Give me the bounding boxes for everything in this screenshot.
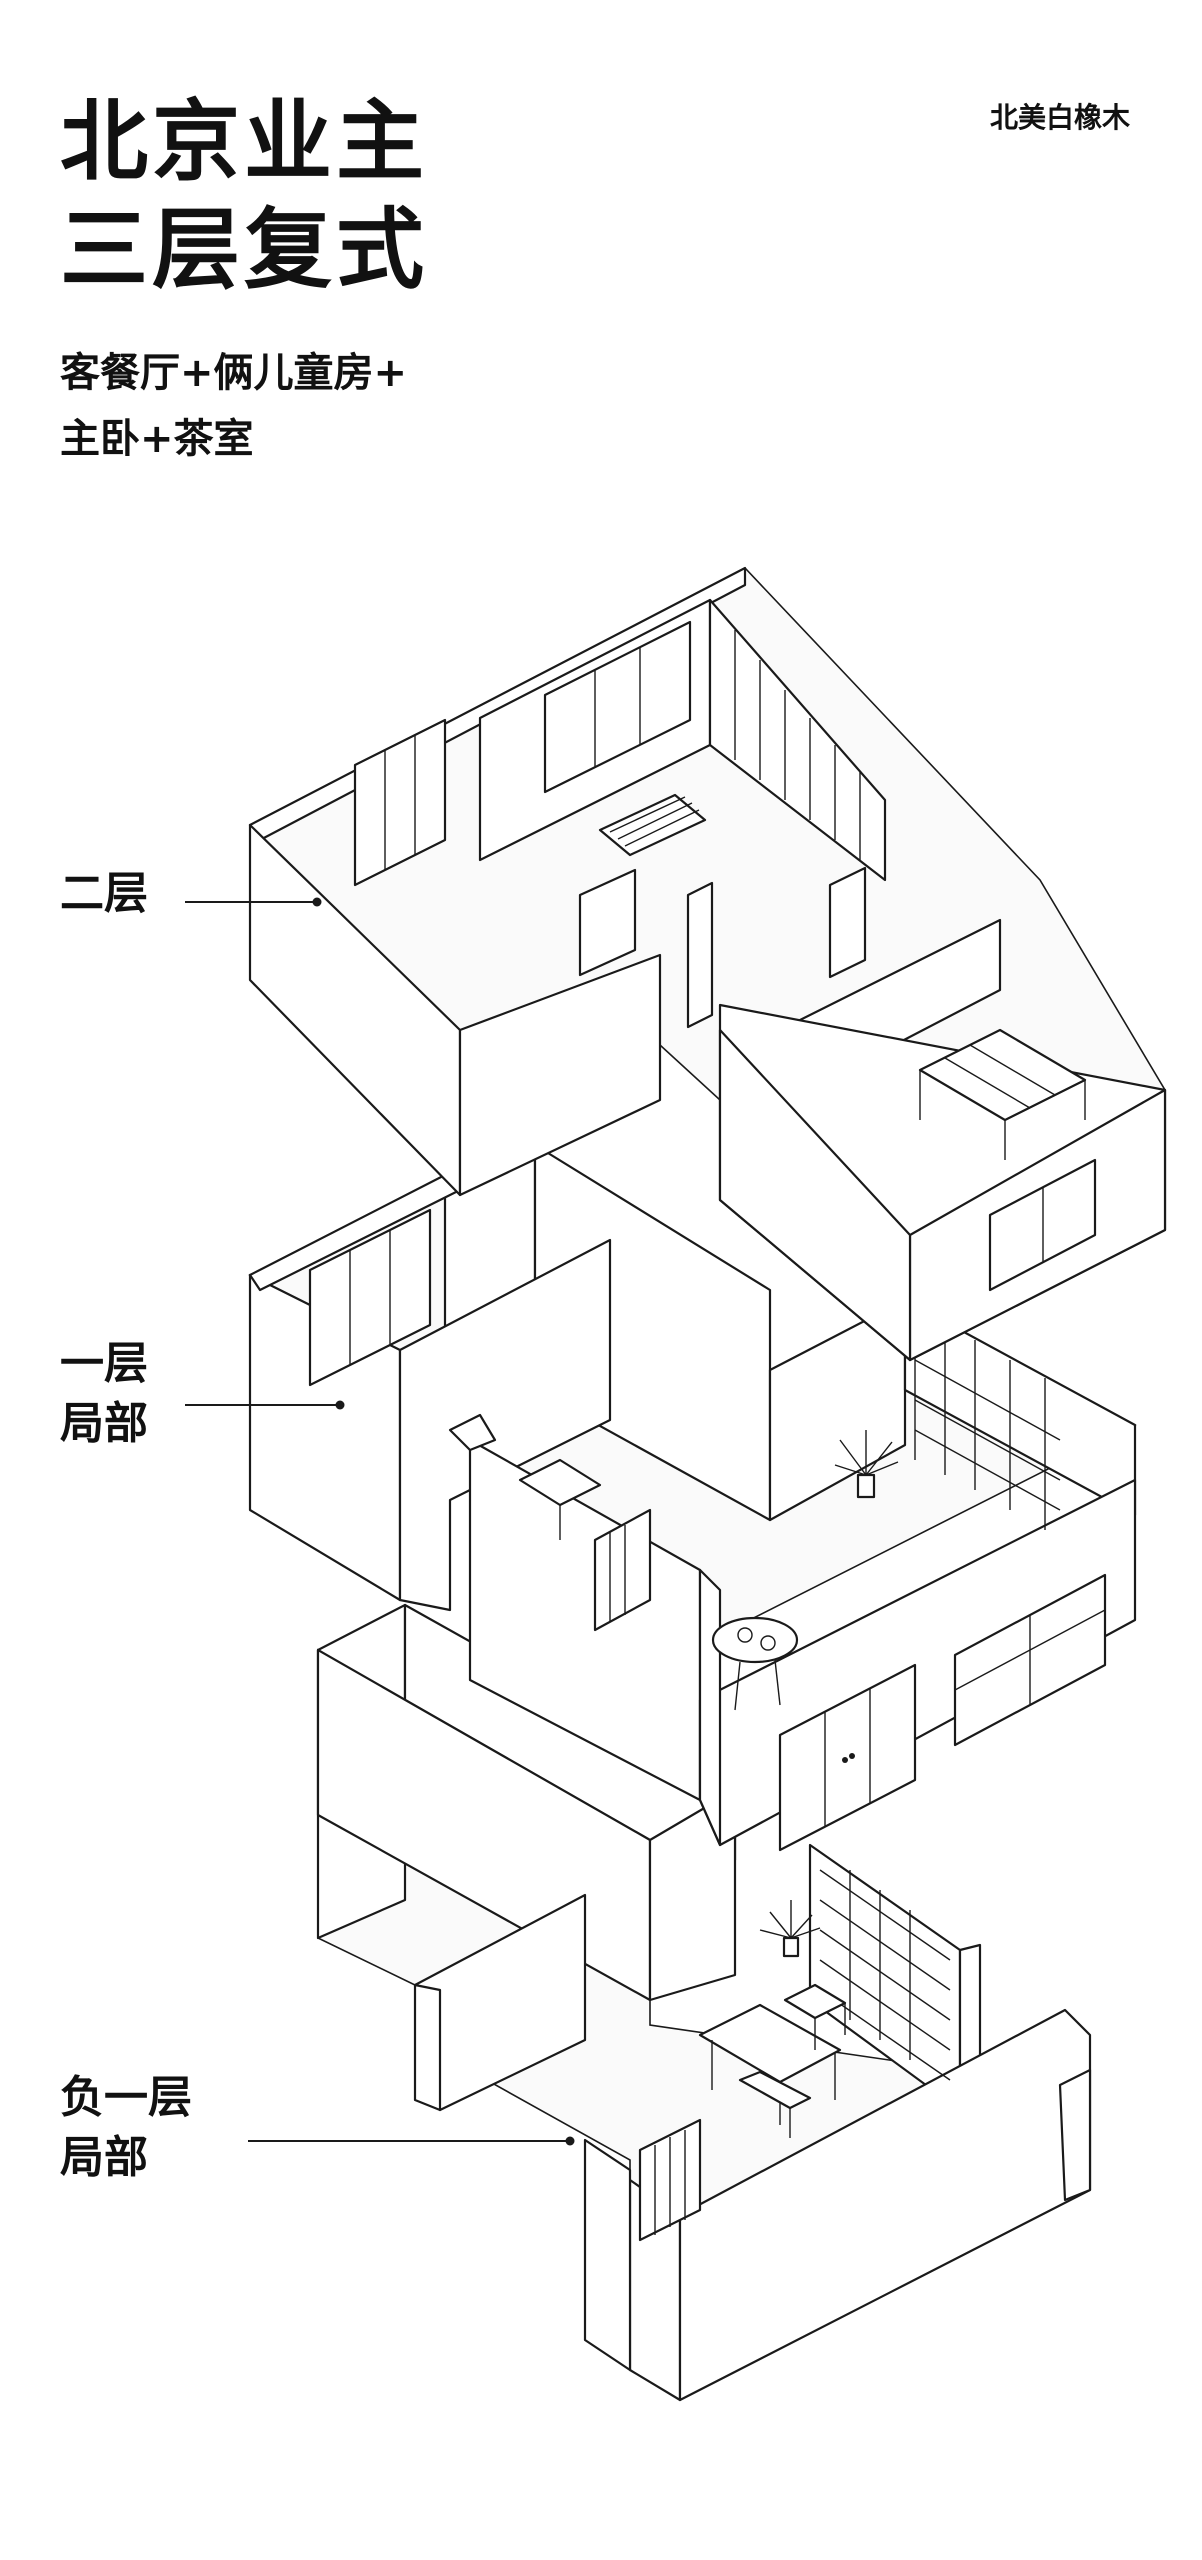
floor-label-1f: 一层 局部 — [60, 1334, 148, 1454]
first-floor-bedroom-window — [308, 1208, 432, 1387]
first-floor-bedroom-wall — [398, 1238, 612, 1612]
floor-leader-lines — [185, 897, 575, 2146]
floor-label-b1: 负一层 局部 — [60, 2068, 192, 2188]
tea-chair — [783, 1983, 847, 2050]
first-floor-model — [248, 1143, 1137, 1852]
subtitle-line-1: 客餐厅+俩儿童房+ — [60, 350, 408, 396]
basement-floor-model — [316, 1603, 1092, 2402]
floor-label-b1-line2: 局部 — [60, 2132, 148, 2183]
basement-sliding-door — [638, 2118, 702, 2242]
basement-entry-wall — [583, 2138, 632, 2372]
first-floor-counter — [518, 1458, 602, 1540]
title-line-1: 北京业主 — [60, 90, 429, 193]
second-floor-door-b — [828, 866, 867, 979]
title-line-2: 三层复式 — [60, 198, 429, 301]
basement-mid-wall-edge — [413, 1983, 442, 2112]
second-floor-column — [578, 868, 637, 977]
first-floor-post-cap — [448, 1413, 497, 1452]
floor-label-1f-line1: 一层 — [60, 1338, 148, 1389]
subtitle-line-2: 主卧+茶室 — [60, 416, 254, 462]
floor-label-2f: 二层 — [60, 864, 148, 924]
basement-right-edge — [1058, 2068, 1092, 2202]
second-floor-back-window — [543, 620, 692, 794]
second-floor-vent-grille — [598, 793, 707, 857]
dining-table — [711, 1616, 799, 1711]
second-floor-glass-mullions — [734, 630, 861, 860]
second-floor-master-left-wall — [718, 1028, 912, 1362]
second-floor-left-window — [353, 718, 447, 887]
page-title: 北京业主 三层复式 — [60, 88, 428, 304]
floor-label-1f-line2: 局部 — [60, 1398, 148, 1449]
leader-dot-2f — [312, 897, 322, 907]
second-floor-master-window — [988, 1158, 1097, 1292]
first-floor-plant-icon — [834, 1430, 899, 1499]
page-subtitle: 客餐厅+俩儿童房+ 主卧+茶室 — [60, 340, 407, 472]
floor-label-2f-line1: 二层 — [60, 868, 148, 919]
material-tag: 北美白橡木 — [989, 101, 1130, 134]
second-floor-left-front-wall — [458, 953, 662, 1197]
first-floor-window — [953, 1573, 1107, 1747]
master-bed — [918, 1028, 1087, 1160]
second-floor-door-a — [686, 881, 714, 1029]
second-floor-glass-wall — [708, 598, 887, 882]
first-floor-front-edge — [698, 1568, 722, 1847]
second-floor-model — [248, 566, 1167, 1362]
first-floor-mid-wall — [768, 1298, 907, 1522]
tea-table — [698, 2003, 842, 2138]
first-floor-door — [778, 1663, 917, 1852]
floor-label-b1-line1: 负一层 — [60, 2072, 192, 2123]
first-floor-sliding-door — [593, 1508, 652, 1632]
leader-dot-1f — [335, 1400, 345, 1410]
first-floor-bookshelf — [914, 1310, 1061, 1530]
basement-plant-icon — [759, 1900, 821, 1958]
leader-dot-b1 — [565, 2136, 575, 2146]
